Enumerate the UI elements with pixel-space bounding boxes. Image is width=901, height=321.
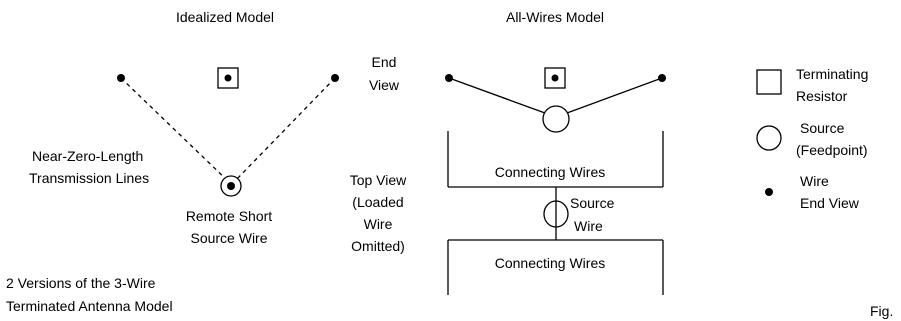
all-wires-resistor [544, 67, 566, 89]
top-view-label-line4: Omitted) [351, 238, 405, 254]
source-wire-feedpoint [543, 200, 569, 228]
top-view-label-line1: Top View [350, 172, 407, 188]
all-wires-title: All-Wires Model [506, 9, 604, 25]
idealized-wire-right [331, 74, 339, 82]
legend-source-line2: (Feedpoint) [796, 142, 868, 158]
legend-wire-line2: End View [800, 195, 860, 211]
idealized-source-wire [227, 182, 235, 190]
top-view-label-line3: Wire [364, 216, 393, 232]
top-view-label-line2: (Loaded [352, 194, 403, 210]
legend-resistor-line1: Terminating [796, 66, 868, 82]
caption-line2: Terminated Antenna Model [6, 298, 173, 314]
idealized-tl-left [120, 77, 231, 184]
remote-label-line1: Remote Short [186, 208, 272, 224]
all-wires-source [542, 105, 570, 133]
legend-wire-line1: Wire [800, 173, 829, 189]
legend-source-line1: Source [800, 120, 845, 136]
all-wires-wire-right [658, 74, 666, 82]
tl-label-line2: Transmission Lines [29, 170, 149, 186]
legend-resistor-line2: Resistor [796, 88, 848, 104]
end-view-label-line1: End [372, 54, 397, 70]
caption-line1: 2 Versions of the 3-Wire [6, 275, 156, 291]
fig-label: Fig. [870, 303, 893, 319]
all-wires-line-right [566, 77, 663, 114]
connecting-wires-top-label: Connecting Wires [495, 164, 606, 180]
legend-resistor-icon [756, 69, 782, 95]
tl-label-line1: Near-Zero-Length [32, 148, 143, 164]
all-wires-line-left [448, 77, 546, 114]
all-wires-wire-left [445, 74, 453, 82]
end-view-label-line2: View [369, 77, 400, 93]
idealized-resistor-wire [224, 74, 232, 82]
legend-wire-icon [765, 188, 773, 196]
idealized-tl-right [235, 77, 336, 181]
connecting-wires-bottom-label: Connecting Wires [495, 255, 606, 271]
legend-source-icon [756, 125, 782, 151]
source-wire-label-line1: Source [570, 195, 615, 211]
idealized-resistor [217, 67, 239, 89]
idealized-title: Idealized Model [176, 9, 274, 25]
remote-label-line2: Source Wire [190, 230, 267, 246]
all-wires-resistor-wire [551, 74, 559, 82]
idealized-wire-left [117, 74, 125, 82]
source-wire-label-line2: Wire [574, 218, 603, 234]
